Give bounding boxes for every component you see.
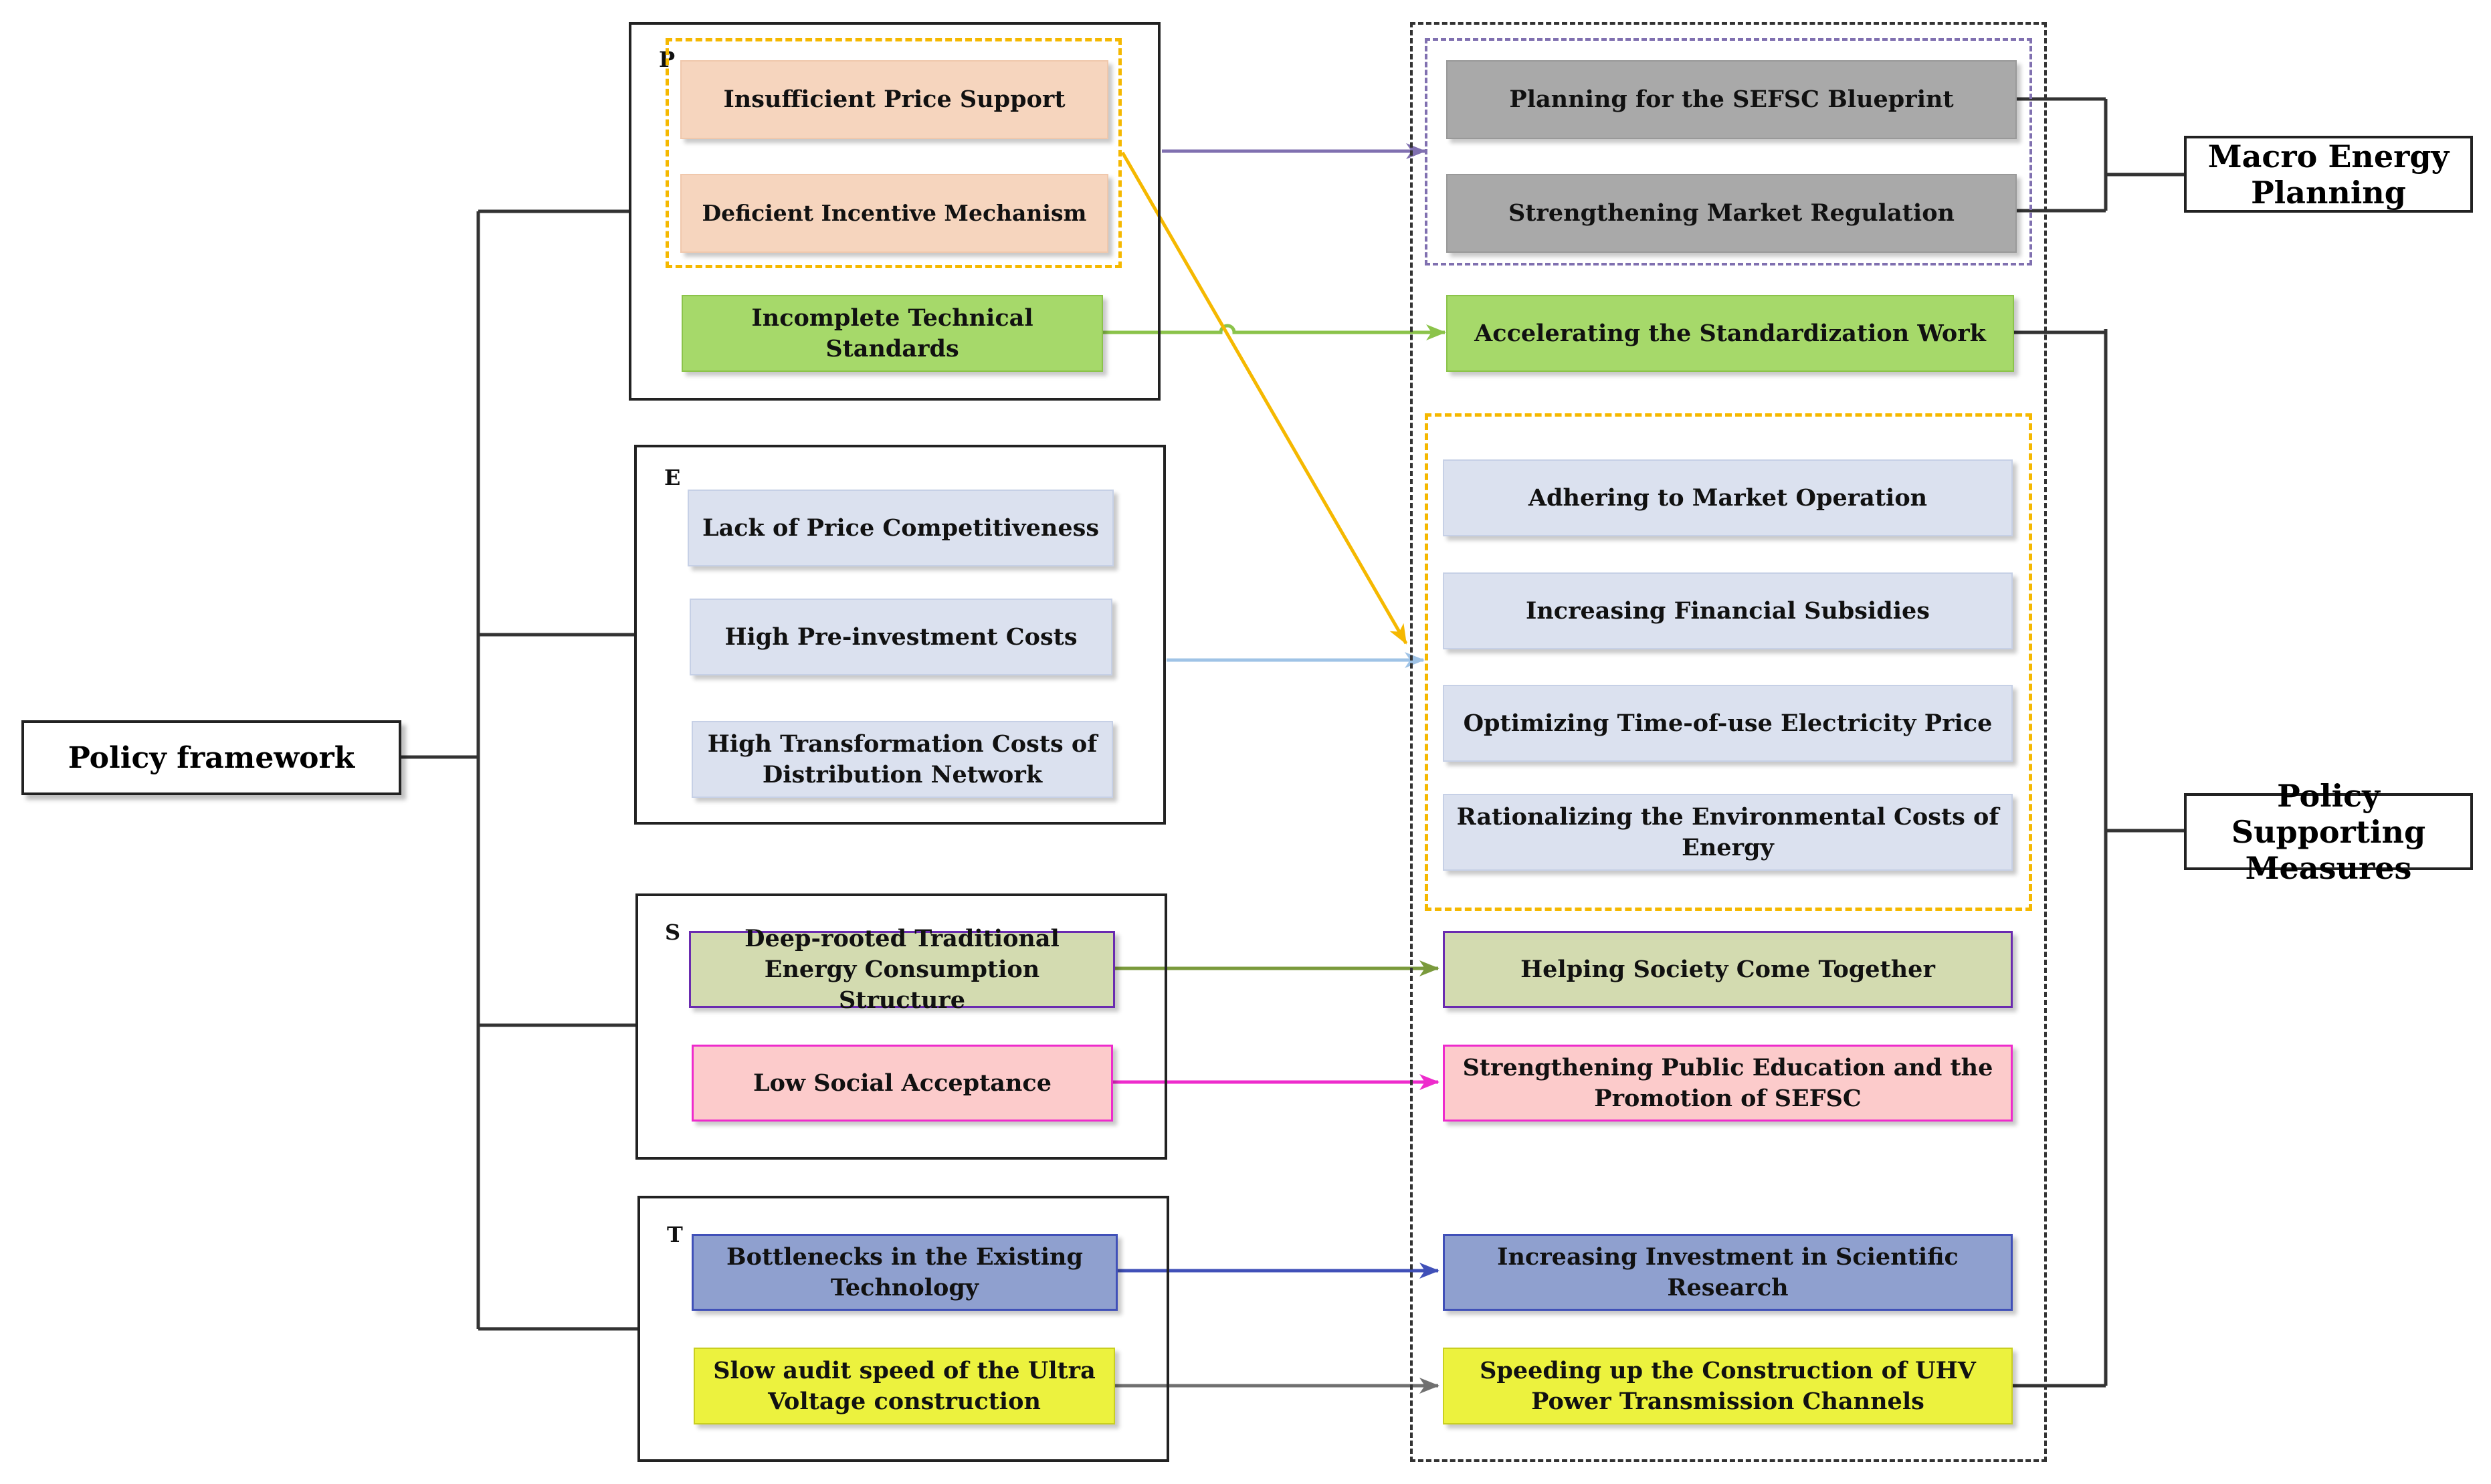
measure-public-education: Strengthening Public Education and the P… <box>1443 1045 2013 1122</box>
measure-financial-subsidies: Increasing Financial Subsidies <box>1443 572 2013 649</box>
market-group-outline <box>1425 413 2032 911</box>
measure-market-operation: Adhering to Market Operation <box>1443 459 2013 536</box>
arrow-standards-to-standardization <box>1102 324 1446 340</box>
measure-market-regulation: Strengthening Market Regulation <box>1446 174 2017 253</box>
barrier-low-social-acceptance: Low Social Acceptance <box>692 1045 1113 1122</box>
measure-scientific-research: Increasing Investment in Scientific Rese… <box>1443 1234 2013 1311</box>
measure-time-of-use-price: Optimizing Time-of-use Electricity Price <box>1443 685 2013 762</box>
barrier-insufficient-price-support: Insufficient Price Support <box>680 60 1108 139</box>
root-tree-lines <box>401 209 639 1331</box>
section-letter-s: S <box>665 920 681 945</box>
measure-uhv-channels: Speeding up the Construction of UHV Powe… <box>1443 1348 2013 1424</box>
category-bracket-lines <box>2012 97 2184 1388</box>
barrier-deep-rooted-structure: Deep-rooted Traditional Energy Consumpti… <box>689 925 1115 1014</box>
barrier-lack-price-competitiveness: Lack of Price Competitiveness <box>688 490 1114 566</box>
barrier-high-preinvestment-costs: High Pre-investment Costs <box>690 599 1112 675</box>
arrow-price-to-market-measures <box>1120 151 1408 645</box>
barrier-slow-audit-speed: Slow audit speed of the Ultra Voltage co… <box>694 1348 1115 1424</box>
barrier-high-transformation-costs: High Transformation Costs of Distributio… <box>692 721 1113 798</box>
section-frame-t <box>637 1196 1169 1462</box>
measure-planning-blueprint: Planning for the SEFSC Blueprint <box>1446 60 2017 139</box>
section-letter-t: T <box>667 1222 683 1247</box>
macro-group-outline <box>1425 38 2032 266</box>
measures-container-outline <box>1410 22 2047 1462</box>
measure-society-together: Helping Society Come Together <box>1443 931 2013 1008</box>
section-frame-e <box>634 445 1166 825</box>
barrier-bottlenecks-technology: Bottlenecks in the Existing Technology <box>692 1234 1118 1311</box>
barrier-incomplete-technical-standards: Incomplete Technical Standards <box>682 295 1103 372</box>
root-label: Policy framework <box>68 740 355 775</box>
price-group-outline <box>666 38 1122 268</box>
measure-environmental-costs: Rationalizing the Environmental Costs of… <box>1443 794 2013 871</box>
measure-standardization-work: Accelerating the Standardization Work <box>1446 295 2014 372</box>
section-letter-e: E <box>664 465 681 490</box>
policy-framework-root: Policy framework <box>21 720 401 795</box>
section-frame-s <box>635 893 1167 1160</box>
category-macro-energy-planning: Macro Energy Planning <box>2184 136 2473 213</box>
category-policy-supporting-measures: Policy Supporting Measures <box>2184 778 2473 886</box>
barrier-deficient-incentive-mechanism: Deficient Incentive Mechanism <box>680 174 1108 253</box>
section-frame-p <box>629 22 1161 401</box>
